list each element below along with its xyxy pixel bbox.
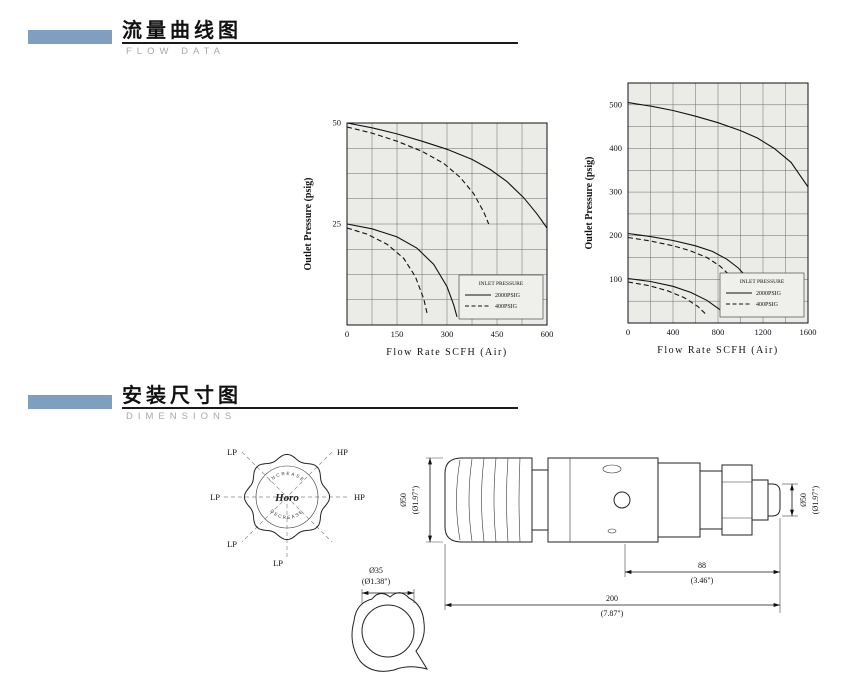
bottom-port-oval	[607, 528, 617, 534]
svg-text:450: 450	[491, 329, 504, 339]
knob-label-hp-right: HP	[354, 492, 365, 502]
dia-left-inch: (Ø1.97")	[411, 485, 420, 514]
handwheel-outline	[444, 457, 533, 543]
svg-text:150: 150	[391, 329, 404, 339]
knob-label-lp-bottom-left: LP	[227, 539, 237, 549]
dim-section-header: 安装尺寸图 DIMENSIONS	[0, 383, 851, 443]
len-body-inch: (3.46")	[691, 576, 714, 585]
knob-label-lp-top-left: LP	[227, 447, 237, 457]
dim-section-title: 安装尺寸图	[122, 385, 242, 407]
increase-arc-label: INCREASE	[268, 471, 304, 483]
dim-accent-bar	[28, 395, 112, 409]
dia-right-inch: (Ø1.97")	[811, 485, 820, 514]
svg-text:600: 600	[541, 329, 554, 339]
svg-text:Outlet Pressure (psig): Outlet Pressure (psig)	[584, 157, 595, 250]
dimensions-drawing: INCREASE DECREASE Horo LP HP LP HP LP LP…	[210, 447, 820, 672]
flow-section-header: 流量曲线图 FLOW DATA	[0, 18, 851, 78]
bracket-hole	[361, 604, 415, 658]
svg-text:300: 300	[441, 329, 454, 339]
svg-text:400PSIG: 400PSIG	[495, 304, 518, 310]
svg-text:2000PSIG: 2000PSIG	[495, 293, 521, 299]
svg-text:800: 800	[712, 327, 725, 337]
knob-inner-ring	[255, 465, 319, 529]
body-second	[657, 462, 701, 538]
svg-text:300: 300	[609, 187, 622, 197]
regulator-side-view: Ø50 (Ø1.97") Ø50 (Ø1.97") 88 (3.46")	[399, 457, 820, 618]
dim-title-rule	[122, 407, 518, 409]
knob-label-hp-top-right: HP	[337, 447, 348, 457]
collar	[531, 469, 549, 531]
dim-dia-left: Ø50 (Ø1.97")	[399, 457, 443, 543]
svg-text:1600: 1600	[800, 327, 817, 337]
knob-scalloped-outline	[243, 453, 331, 541]
svg-text:50: 50	[333, 118, 342, 128]
body-main	[547, 457, 659, 543]
bracket-dia-mm: Ø35	[369, 566, 383, 575]
svg-text:Outlet Pressure (psig): Outlet Pressure (psig)	[303, 178, 314, 271]
flow-section-subtitle: FLOW DATA	[126, 46, 226, 57]
increase-arc-text: INCREASE	[268, 471, 306, 483]
svg-text:2000PSIG: 2000PSIG	[756, 291, 782, 297]
svg-text:400PSIG: 400PSIG	[756, 302, 779, 308]
svg-text:400: 400	[609, 143, 622, 153]
svg-text:500: 500	[609, 99, 622, 109]
dia-left-mm: Ø50	[399, 493, 408, 507]
body-step	[699, 470, 723, 530]
pressure-guide-lines	[224, 451, 350, 559]
outlet-tip	[767, 483, 781, 517]
svg-text:1200: 1200	[755, 327, 772, 337]
knob-label-lp-bottom: LP	[273, 558, 283, 568]
svg-text:100: 100	[609, 274, 622, 284]
svg-text:400: 400	[667, 327, 680, 337]
handwheel-flutes	[456, 457, 521, 543]
flow-title-rule	[122, 42, 518, 44]
knob-label-lp-left: LP	[210, 492, 220, 502]
outlet-cylinder	[751, 479, 769, 521]
knob-front-view: INCREASE DECREASE Horo LP HP LP HP LP LP	[210, 447, 365, 568]
dim-body-length: 88 (3.46")	[624, 518, 781, 613]
svg-text:0: 0	[345, 329, 349, 339]
top-port-oval	[602, 464, 622, 474]
svg-text:0: 0	[626, 327, 630, 337]
svg-text:25: 25	[333, 219, 342, 229]
flow-section-title: 流量曲线图	[122, 20, 242, 42]
svg-text:Flow Rate SCFH (Air): Flow Rate SCFH (Air)	[657, 345, 778, 356]
svg-text:INLET PRESSURE: INLET PRESSURE	[479, 281, 524, 287]
flow-accent-bar	[28, 30, 112, 44]
len-total-inch: (7.87")	[601, 609, 624, 618]
bracket-dia-inch: (Ø1.38")	[362, 577, 391, 586]
dia-right-mm: Ø50	[799, 493, 808, 507]
dim-section-subtitle: DIMENSIONS	[126, 411, 237, 422]
len-body-mm: 88	[698, 561, 706, 570]
svg-text:INLET PRESSURE: INLET PRESSURE	[740, 279, 785, 285]
bracket-view: Ø35 (Ø1.38")	[351, 566, 429, 672]
svg-text:200: 200	[609, 230, 622, 240]
gauge-port-circle	[613, 491, 631, 509]
bracket-outline	[351, 592, 429, 672]
dim-total-length: 200 (7.87")	[444, 544, 780, 618]
len-total-mm: 200	[606, 594, 618, 603]
brand-logo-text: Horo	[274, 492, 299, 504]
dim-dia-right: Ø50 (Ø1.97")	[782, 483, 820, 517]
svg-text:Flow Rate SCFH (Air): Flow Rate SCFH (Air)	[386, 347, 507, 358]
hex-nut	[721, 464, 753, 536]
